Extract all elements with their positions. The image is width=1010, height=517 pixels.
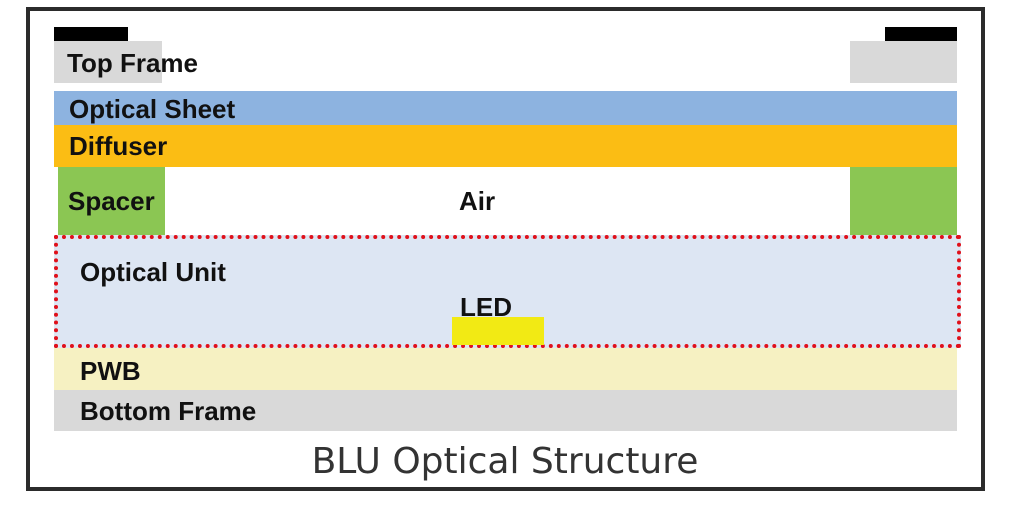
- air-label: Air: [459, 186, 496, 216]
- top-frame-left-black-cap: [54, 27, 128, 41]
- bottom-frame-layer: [54, 390, 957, 431]
- diagram-title: BLU Optical Structure: [311, 441, 699, 482]
- optical-unit-label: Optical Unit: [80, 257, 226, 287]
- diffuser-layer: [54, 125, 957, 167]
- pwb-layer: [54, 348, 957, 390]
- top-frame-right: [850, 41, 957, 83]
- spacer-label: Spacer: [68, 186, 155, 216]
- optical-unit-region: [54, 235, 961, 348]
- optical-sheet-label: Optical Sheet: [69, 94, 236, 124]
- optical-sheet-layer: [54, 91, 957, 125]
- top-frame-label: Top Frame: [67, 48, 198, 78]
- pwb-label: PWB: [80, 356, 141, 386]
- top-frame-right-black-cap: [885, 27, 957, 41]
- diffuser-label: Diffuser: [69, 131, 168, 161]
- led-block: [452, 317, 544, 345]
- led-label: LED: [460, 292, 512, 322]
- bottom-frame-label: Bottom Frame: [80, 396, 257, 426]
- spacer-left: [58, 167, 165, 235]
- spacer-right: [850, 167, 957, 235]
- top-frame-left: [54, 41, 162, 83]
